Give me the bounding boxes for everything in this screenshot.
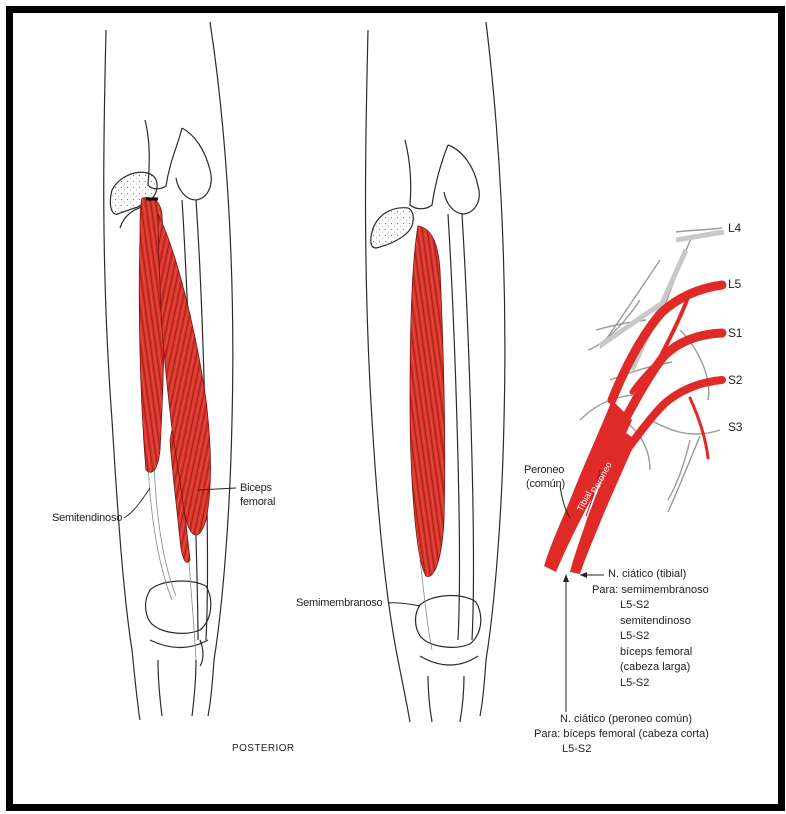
peroneal-title-block: N. ciático (peroneo común): [560, 712, 692, 728]
tibial-line: bíceps femoral: [620, 645, 692, 661]
peroneal-targets: L5-S2: [562, 742, 591, 758]
tibial-line: L5-S2: [620, 598, 692, 614]
tibial-targets: L5-S2 semitendinoso L5-S2 bíceps femoral…: [620, 598, 692, 691]
tibial-targets-first: Para: semimembranoso: [592, 583, 709, 599]
tibial-line: Para: semimembranoso: [592, 583, 709, 599]
peroneal-line: L5-S2: [562, 742, 591, 758]
root-label-s3: S3: [728, 421, 742, 434]
tibial-title: N. ciático (tibial): [608, 567, 686, 583]
root-label-s2: S2: [728, 374, 742, 387]
peroneal-targets-first: Para: bíceps femoral (cabeza corta): [534, 727, 709, 743]
root-label-s1: S1: [728, 327, 742, 340]
tibial-line: semitendinoso: [620, 614, 692, 630]
label-comun: (común): [526, 478, 565, 491]
semitendinosus-biceps-muscles: [139, 198, 210, 563]
label-semitendinoso: Semitendinoso: [52, 512, 122, 525]
label-posterior: POSTERIOR: [232, 742, 295, 755]
label-femoral: femoral: [240, 496, 275, 509]
label-biceps: Biceps: [240, 482, 272, 495]
root-label-l4: L4: [728, 222, 741, 235]
tibial-line: L5-S2: [620, 629, 692, 645]
label-semimembranoso: Semimembranoso: [296, 597, 382, 610]
peroneal-line: Para: bíceps femoral (cabeza corta): [534, 727, 709, 743]
root-label-l5: L5: [728, 278, 741, 291]
tibial-line: (cabeza larga): [620, 660, 692, 676]
label-peroneo: Peroneo: [524, 464, 564, 477]
tibial-line: L5-S2: [620, 676, 692, 692]
semimembranosus-muscle: [410, 226, 445, 577]
tibial-nerve-block: N. ciático (tibial): [608, 567, 686, 583]
peroneal-title: N. ciático (peroneo común): [560, 712, 692, 728]
